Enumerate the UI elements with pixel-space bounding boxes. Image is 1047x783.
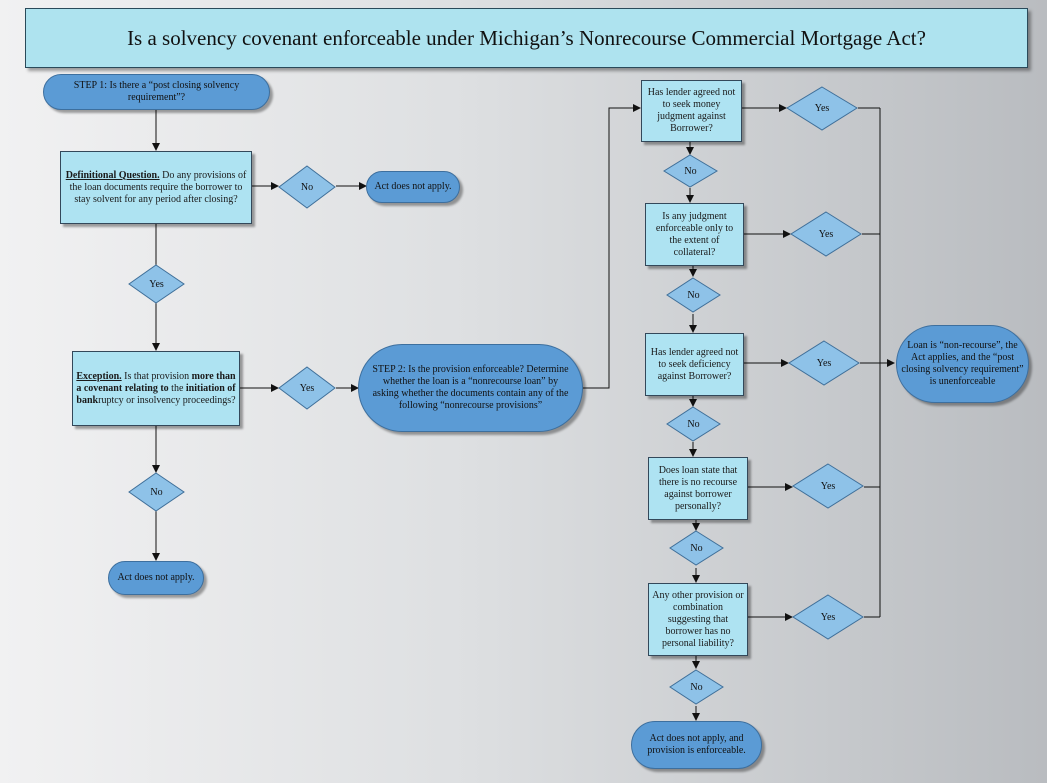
act-does-not-apply-2: Act does not apply. xyxy=(108,561,204,595)
diamond-shape xyxy=(792,594,864,640)
exception-text: Exception. Is that provision more than a… xyxy=(76,371,236,407)
diamond-shape xyxy=(788,340,860,386)
decision-label: Yes xyxy=(814,103,830,114)
question-no-recourse-personally: Does loan state that there is no recours… xyxy=(648,457,748,520)
decision-no-q3: No xyxy=(666,406,721,442)
decision-no-q4: No xyxy=(669,530,724,566)
exception-part3: ruptcy or insolvency proceedings? xyxy=(98,394,236,406)
exception-part2: the xyxy=(168,382,186,394)
diamond-shape xyxy=(278,165,336,209)
act-does-not-apply-enforceable: Act does not apply, and provision is enf… xyxy=(631,721,762,769)
decision-yes-q4: Yes xyxy=(792,463,864,509)
diamond-shape xyxy=(128,472,185,512)
diamond-shape xyxy=(663,154,718,188)
decision-yes-2: Yes xyxy=(278,366,336,410)
diamond-shape xyxy=(278,366,336,410)
definitional-question-box: Definitional Question. Do any provisions… xyxy=(60,151,252,224)
diamond-shape xyxy=(792,463,864,509)
act-not-apply-text: Act does not apply. xyxy=(117,572,195,583)
decision-yes-q2: Yes xyxy=(790,211,862,257)
decision-label: No xyxy=(690,681,703,693)
step1-terminal: STEP 1: Is there a “post closing solvenc… xyxy=(43,74,270,110)
decision-label: No xyxy=(687,418,700,430)
diamond-shape xyxy=(786,86,858,131)
decision-label: Yes xyxy=(818,228,834,240)
act-not-apply-enforceable-text: Act does not apply, and provision is enf… xyxy=(647,733,746,756)
question-text: Any other provision or combination sugge… xyxy=(652,589,744,649)
diamond-shape xyxy=(666,406,721,442)
decision-yes-q1: Yes xyxy=(786,86,858,131)
question-text: Has lender agreed not to seek money judg… xyxy=(647,87,736,134)
decision-label: No xyxy=(690,542,703,554)
definitional-text: Definitional Question. Do any provisions… xyxy=(64,170,248,206)
act-does-not-apply-1: Act does not apply. xyxy=(366,171,460,203)
decision-label: No xyxy=(300,181,314,193)
question-text: Has lender agreed not to seek deficiency… xyxy=(650,346,739,382)
decision-no-q2: No xyxy=(666,277,721,313)
definitional-body: Do any provisions of the loan documents … xyxy=(69,169,247,205)
diamond-shape xyxy=(669,530,724,566)
question-money-judgment: Has lender agreed not to seek money judg… xyxy=(641,80,742,142)
step2-text: STEP 2: Is the provision enforceable? De… xyxy=(372,364,569,411)
decision-label: No xyxy=(687,289,700,301)
diamond-shape xyxy=(128,264,185,304)
exception-part1: Is that provision xyxy=(121,370,192,382)
decision-yes-q3: Yes xyxy=(788,340,860,386)
exception-bold1: more than a covenant relating to xyxy=(76,370,236,394)
exception-box: Exception. Is that provision more than a… xyxy=(72,351,240,426)
decision-yes-q5: Yes xyxy=(792,594,864,640)
conclusion-nonrecourse: Loan is “non-recourse”, the Act applies,… xyxy=(896,325,1029,403)
decision-label: Yes xyxy=(299,382,315,394)
decision-no-q5: No xyxy=(669,669,724,705)
exception-lead: Exception. xyxy=(76,370,122,382)
step2-terminal: STEP 2: Is the provision enforceable? De… xyxy=(358,344,583,432)
decision-label: No xyxy=(684,165,697,177)
diamond-shape xyxy=(666,277,721,313)
decision-label: Yes xyxy=(820,611,836,623)
decision-label: Yes xyxy=(816,357,832,369)
step1-text: STEP 1: Is there a “post closing solvenc… xyxy=(73,80,240,103)
page-title: Is a solvency covenant enforceable under… xyxy=(25,8,1028,68)
diamond-shape xyxy=(790,211,862,257)
decision-yes-1: Yes xyxy=(128,264,185,304)
definitional-lead: Definitional Question. xyxy=(65,169,160,181)
decision-label: Yes xyxy=(149,278,164,290)
decision-label: No xyxy=(150,486,163,498)
decision-no-q1: No xyxy=(663,154,718,188)
decision-label: Yes xyxy=(820,480,836,492)
decision-no-1: No xyxy=(278,165,336,209)
question-collateral-only: Is any judgment enforceable only to the … xyxy=(645,203,744,266)
question-text: Does loan state that there is no recours… xyxy=(658,464,738,512)
decision-no-2: No xyxy=(128,472,185,512)
conclusion-text: Loan is “non-recourse”, the Act applies,… xyxy=(901,340,1024,387)
exception-bold2: initiation of bank xyxy=(76,382,236,406)
question-text: Is any judgment enforceable only to the … xyxy=(655,210,734,258)
question-deficiency: Has lender agreed not to seek deficiency… xyxy=(645,333,744,396)
act-not-apply-text: Act does not apply. xyxy=(374,181,452,192)
question-other-provision: Any other provision or combination sugge… xyxy=(648,583,748,656)
diamond-shape xyxy=(669,669,724,705)
